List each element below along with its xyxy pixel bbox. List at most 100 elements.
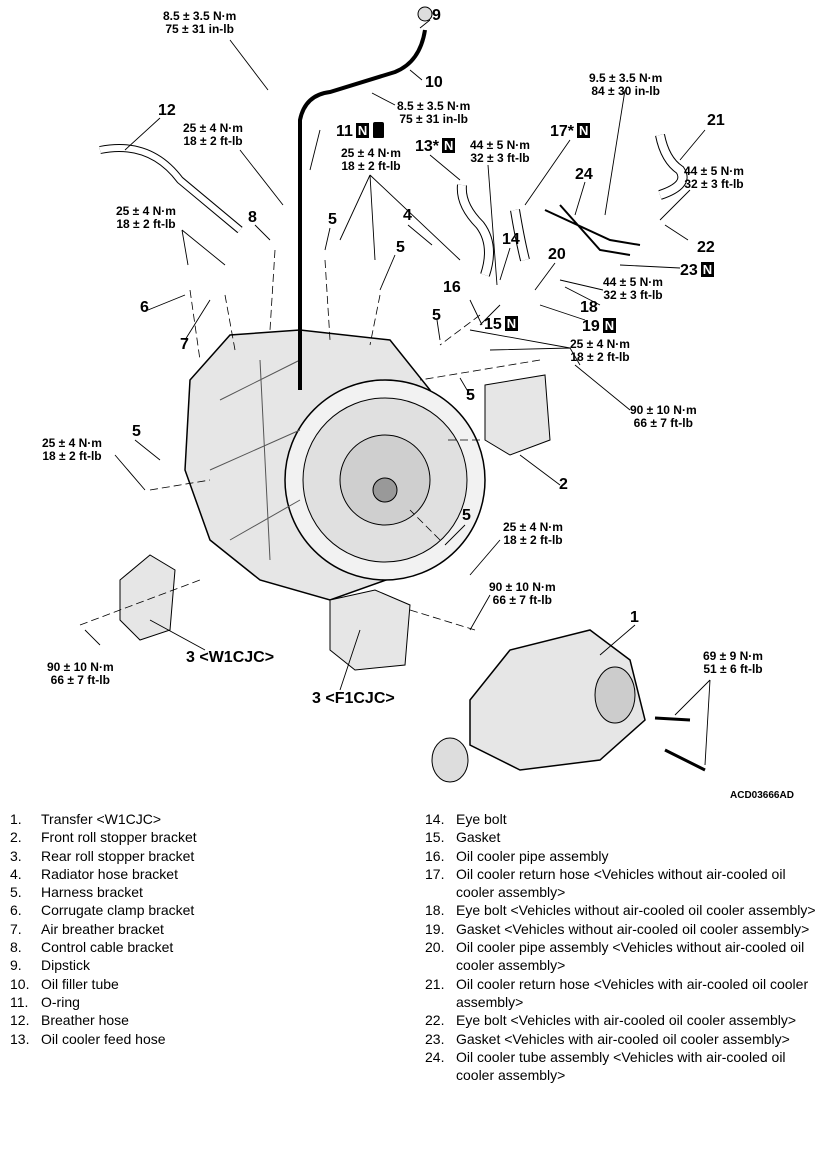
torque-imperial: 66 ± 7 ft-lb bbox=[633, 416, 693, 430]
torque-imperial: 75 ± 31 in-lb bbox=[165, 22, 234, 36]
torque-metric: 8.5 ± 3.5 N·m bbox=[397, 99, 471, 113]
torque-metric: 90 ± 10 N·m bbox=[630, 403, 697, 417]
legend-item-text: Air breather bracket bbox=[41, 920, 164, 937]
torque-metric: 25 ± 4 N·m bbox=[341, 146, 401, 160]
callout-18: 18 bbox=[580, 299, 598, 316]
legend-item: 10.Oil filler tube bbox=[10, 975, 390, 993]
torque-metric: 25 ± 4 N·m bbox=[183, 121, 243, 135]
legend-item: 12.Breather hose bbox=[10, 1011, 390, 1029]
front-roll-stopper bbox=[484, 374, 551, 456]
legend-item-number: 4. bbox=[10, 865, 22, 882]
torque-imperial: 32 ± 3 ft-lb bbox=[470, 151, 530, 165]
torque-imperial: 18 ± 2 ft-lb bbox=[341, 159, 401, 173]
torque-imperial: 51 ± 6 ft-lb bbox=[703, 662, 763, 676]
torque-imperial: 18 ± 2 ft-lb bbox=[116, 217, 176, 231]
rear-roll-stopper-f1cjc bbox=[329, 589, 411, 671]
legend-item-text: Rear roll stopper bracket bbox=[41, 847, 195, 864]
callout-13-number: 13* bbox=[415, 138, 440, 155]
callout-4: 4 bbox=[403, 207, 412, 224]
callout-15-number: 15 bbox=[484, 316, 502, 333]
callout-5: 5 bbox=[432, 307, 441, 324]
legend-item: 5.Harness bracket bbox=[10, 883, 390, 901]
torque-metric: 90 ± 10 N·m bbox=[47, 660, 114, 674]
legend-item-text: Front roll stopper bracket bbox=[41, 829, 197, 846]
legend-item: 13.Oil cooler feed hose bbox=[10, 1030, 390, 1048]
legend-item-text: O-ring bbox=[41, 993, 80, 1010]
callout-9: 9 bbox=[432, 7, 441, 24]
legend-item: 4.Radiator hose bracket bbox=[10, 865, 390, 883]
legend-item-number: 8. bbox=[10, 939, 22, 956]
legend-item-number: 17. bbox=[425, 865, 445, 882]
rear-roll-stopper-w1cjc bbox=[119, 554, 176, 641]
torque-metric: 69 ± 9 N·m bbox=[703, 649, 763, 663]
legend-item: 17. Oil cooler return hose <Vehicles with… bbox=[425, 865, 817, 902]
legend-item-text: Gasket bbox=[456, 829, 501, 846]
callout-11-number: 11 bbox=[336, 123, 353, 140]
legend-item-number: 24. bbox=[425, 1048, 445, 1065]
alignment-lines bbox=[79, 170, 541, 631]
legend-item-number: 23. bbox=[425, 1030, 445, 1047]
legend-item-text: Corrugate clamp bracket bbox=[41, 902, 195, 919]
legend-item: 3. Rear roll stopper bracket bbox=[10, 847, 390, 865]
torque-metric: 25 ± 4 N·m bbox=[503, 520, 563, 534]
legend-item: 8.Control cable bracket bbox=[10, 938, 390, 956]
callout-23-number: 23 bbox=[680, 262, 698, 279]
legend-item-text: Oil cooler return hose <Vehicles without… bbox=[456, 865, 786, 901]
legend-item-number: 3. bbox=[10, 847, 22, 864]
legend-item: 23. Gasket <Vehicles with air-cooled oil … bbox=[425, 1030, 817, 1048]
torque-metric: 25 ± 4 N·m bbox=[116, 204, 176, 218]
torque-metric: 25 ± 4 N·m bbox=[570, 337, 630, 351]
callout-5: 5 bbox=[132, 423, 141, 440]
legend-item-text: Dipstick bbox=[41, 957, 91, 974]
torque-imperial: 66 ± 7 ft-lb bbox=[492, 593, 552, 607]
callout-3-w1cjc: 3 <W1CJC> bbox=[186, 649, 275, 666]
legend-item-number: 20. bbox=[425, 939, 445, 956]
callout-17: 17*N bbox=[550, 123, 591, 140]
legend-item-text: Gasket <Vehicles with air-cooled oil coo… bbox=[456, 1030, 790, 1047]
callout-8: 8 bbox=[248, 209, 257, 226]
legend-item-text: Eye bolt bbox=[456, 811, 507, 827]
legend-item-text: Oil cooler pipe assembly bbox=[456, 847, 609, 864]
legend-item-number: 21. bbox=[425, 975, 445, 992]
callout-5: 5 bbox=[396, 239, 405, 256]
legend-item-text: Transfer <W1CJC> bbox=[41, 811, 162, 827]
legend-item-number: 2. bbox=[10, 829, 22, 846]
callout-21: 21 bbox=[707, 112, 725, 129]
legend-item: 24.Oil cooler tube assembly <Vehicles wi… bbox=[425, 1048, 817, 1085]
oil-can-icon bbox=[373, 122, 385, 138]
new-part-icon: N bbox=[504, 316, 519, 331]
new-part-icon: N bbox=[602, 318, 617, 333]
oil-filler-tube bbox=[298, 29, 427, 390]
legend-item-text: Oil filler tube bbox=[41, 975, 119, 992]
legend-item-number: 15. bbox=[425, 829, 445, 846]
callout-14: 14 bbox=[502, 231, 520, 248]
legend-item: 19.Gasket <Vehicles without air-cooled o… bbox=[425, 920, 817, 938]
parts-legend-left: 1.Transfer <W1CJC>2.Front roll stopper b… bbox=[10, 810, 390, 1048]
callout-13: 13*N bbox=[415, 138, 456, 155]
legend-item-number: 11. bbox=[10, 993, 29, 1010]
legend-item: 2. Front roll stopper bracket bbox=[10, 828, 390, 846]
new-part-icon: N bbox=[700, 262, 715, 277]
torque-imperial: 66 ± 7 ft-lb bbox=[50, 673, 110, 687]
leader-lines bbox=[84, 19, 711, 766]
torque-metric: 25 ± 4 N·m bbox=[42, 436, 102, 450]
legend-item-number: 14. bbox=[425, 811, 445, 827]
torque-metric: 8.5 ± 3.5 N·m bbox=[163, 9, 237, 23]
legend-item-number: 22. bbox=[425, 1012, 445, 1029]
legend-item: 18.Eye bolt <Vehicles without air-cooled… bbox=[425, 901, 817, 919]
legend-item: 7.Air breather bracket bbox=[10, 920, 390, 938]
callout-6: 6 bbox=[140, 299, 149, 316]
